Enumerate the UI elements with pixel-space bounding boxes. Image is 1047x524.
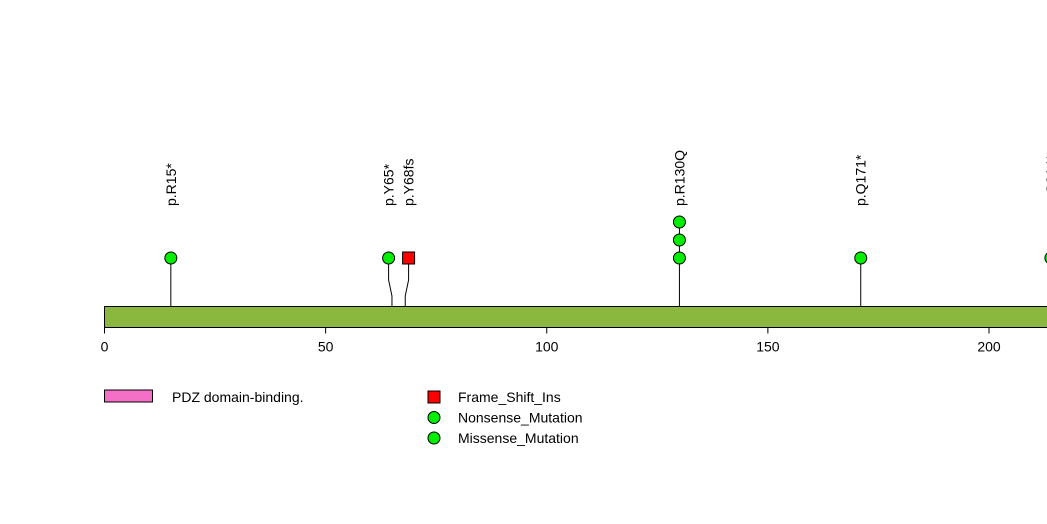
- mutation-label: p.Y65*: [381, 163, 397, 206]
- legend-circle-icon: [427, 411, 441, 424]
- mutation-stems: [170, 222, 862, 307]
- x-axis: 050100150200250300350400: [101, 327, 1001, 355]
- stem: [404, 258, 410, 307]
- x-tick-label: 0: [101, 339, 109, 355]
- legend-circle-icon: [427, 431, 441, 445]
- x-tick-label: 150: [756, 339, 780, 355]
- legend-frameshift-icon: [427, 390, 441, 404]
- mutation-markers: [164, 215, 1047, 265]
- nonsense-marker: [164, 251, 178, 265]
- mutation-label: p.R15*: [163, 163, 179, 206]
- legend-mutation-label: Frame_Shift_Ins: [458, 389, 561, 405]
- protein-track: [104, 306, 1047, 328]
- mutation-labels: p.R15* p.Y65*p.Y68fs p.R130Q p.Q171* p.Q214*…: [163, 150, 1047, 206]
- nonsense-marker: [1044, 252, 1047, 264]
- mutation-label: p.R130Q: [671, 150, 687, 206]
- mutation-label: p.Y68fs: [401, 159, 417, 206]
- x-tick-label: 100: [535, 339, 559, 355]
- nonsense-marker: [382, 251, 396, 265]
- x-tick-label: 50: [318, 339, 334, 355]
- legend-domain-label: PDZ domain-binding.: [172, 389, 304, 405]
- legend-mutation-label: Nonsense_Mutation: [458, 410, 583, 426]
- stem: [388, 258, 393, 307]
- missense-marker: [672, 215, 686, 229]
- protein-bar: [104, 306, 1047, 328]
- legend: PDZ domain-binding. Frame_Shift_InsNonsen…: [104, 389, 583, 446]
- missense-marker: [672, 251, 686, 265]
- missense-marker: [672, 233, 686, 247]
- legend-domain-swatch: [104, 389, 153, 403]
- mutation-label: p.Q171*: [853, 154, 869, 206]
- x-tick-label: 200: [977, 339, 1001, 355]
- mutation-label: p.Q214*: [1043, 154, 1047, 206]
- frameshift-marker: [402, 251, 416, 265]
- nonsense-marker: [854, 251, 868, 265]
- legend-mutation-label: Missense_Mutation: [458, 430, 579, 446]
